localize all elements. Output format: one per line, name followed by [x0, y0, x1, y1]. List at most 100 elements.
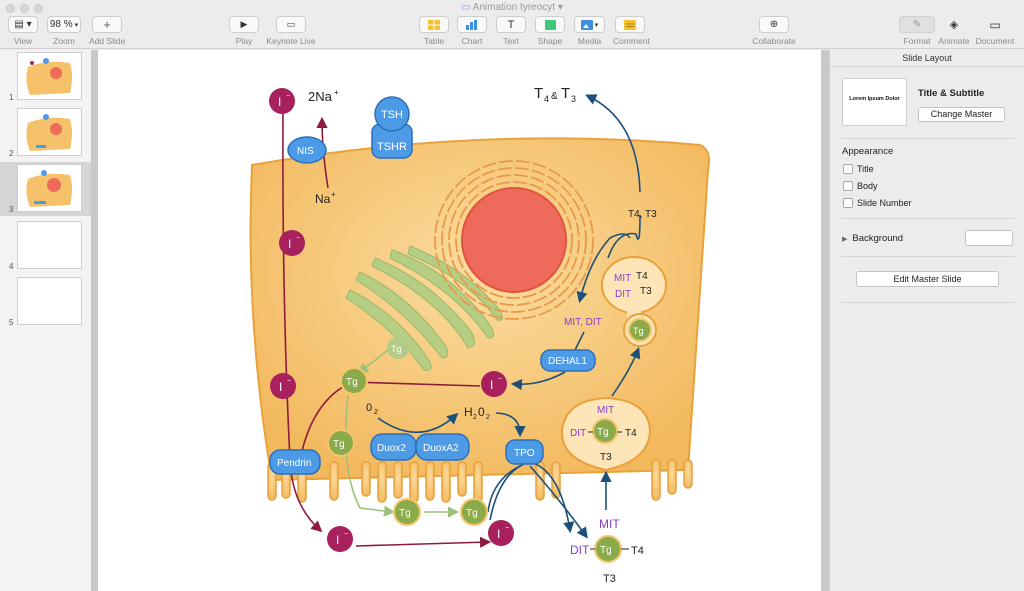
change-master-button[interactable]: Change Master — [918, 107, 1005, 122]
text-button[interactable]: T Text — [496, 16, 526, 46]
checkbox-label: Body — [857, 181, 878, 191]
endoplasmic-reticulum — [434, 160, 594, 320]
t3-label: T3 — [640, 286, 652, 297]
slide-number: 5 — [9, 318, 14, 327]
document-button[interactable]: ▭ Document — [973, 16, 1017, 47]
title-checkbox[interactable] — [843, 164, 853, 174]
comment-icon — [624, 19, 636, 30]
iodide-ion: I− — [327, 526, 353, 552]
svg-text:&: & — [551, 91, 558, 102]
thumbnail-image — [17, 52, 82, 100]
media-label: Media — [577, 36, 602, 46]
slide-number: 3 — [9, 205, 14, 214]
title-checkbox-row[interactable]: Title — [843, 164, 874, 174]
svg-text:−: − — [296, 235, 300, 242]
thyroglobulin: Tg — [327, 429, 355, 457]
svg-text:I: I — [279, 380, 282, 394]
slide-number-checkbox-row[interactable]: Slide Number — [843, 198, 912, 208]
svg-text:+: + — [334, 88, 339, 97]
close-window-button[interactable] — [6, 4, 15, 13]
edit-master-slide-button[interactable]: Edit Master Slide — [856, 271, 999, 287]
iodide-ion: I− — [270, 373, 296, 399]
media-button[interactable]: ▾ Media — [574, 16, 605, 46]
play-button[interactable]: ▶ Play — [229, 16, 259, 46]
sidebar-icon: ▤ ▾ — [14, 19, 32, 30]
svg-text:I: I — [288, 237, 291, 251]
comment-label: Comment — [613, 36, 650, 46]
inspector-title: Slide Layout — [830, 50, 1024, 67]
t4-t3-cytoplasm-label: T4, T3 — [628, 209, 657, 220]
add-slide-label: Add Slide — [89, 36, 126, 46]
shape-button[interactable]: Shape — [535, 16, 565, 46]
pendrin-transporter — [269, 449, 321, 475]
duoxa2-label: DuoxA2 — [423, 443, 459, 454]
thumbnail-image — [17, 277, 82, 325]
background-label: Background — [852, 233, 904, 244]
text-icon: T — [507, 18, 515, 31]
sodium-label: Na+ — [315, 190, 336, 206]
document-icon: ▭ — [989, 17, 1001, 32]
collaborate-button[interactable]: ⊕ Collaborate — [752, 16, 796, 46]
background-color-well[interactable] — [965, 230, 1013, 246]
golgi-apparatus — [345, 245, 503, 371]
comment-button[interactable]: Comment — [613, 16, 650, 46]
slide-thumbnail-3[interactable]: 3 — [0, 162, 91, 216]
document-label: Document — [975, 36, 1015, 46]
zoom-menu[interactable]: 98 %▾ Zoom — [47, 16, 81, 46]
table-button[interactable]: Table — [419, 16, 449, 46]
animate-label: Animate — [938, 36, 970, 46]
svg-text:−: − — [344, 531, 348, 538]
svg-text:3: 3 — [571, 94, 576, 104]
format-inspector: Slide Layout Lorem Ipsum Dolor Title & S… — [829, 50, 1024, 591]
tpo-label: TPO — [514, 448, 535, 459]
t4-label: T4 — [631, 545, 644, 557]
zoom-window-button[interactable] — [34, 4, 43, 13]
slide-thumbnail-2[interactable]: 2 — [0, 106, 91, 160]
slide-number-checkbox[interactable] — [843, 198, 853, 208]
body-checkbox[interactable] — [843, 181, 853, 191]
mit-label: MIT — [597, 405, 614, 416]
title-bar: ▭ Animation tyreocyt ▾ — [0, 0, 1024, 16]
slide-thumbnail-5[interactable]: 5 — [0, 275, 91, 329]
thyroglobulin: Tg — [340, 367, 368, 395]
svg-text:4: 4 — [544, 94, 549, 104]
format-button[interactable]: ✎ Format — [898, 16, 936, 46]
two-sodium-label: 2Na+ — [308, 88, 339, 104]
thumbnail-image — [17, 108, 82, 156]
master-thumbnail[interactable]: Lorem Ipsum Dolor — [842, 78, 907, 126]
disclosure-triangle-icon: ▶ — [842, 235, 848, 243]
dit-label: DIT — [570, 428, 586, 439]
svg-text:I: I — [490, 378, 493, 392]
play-label: Play — [235, 36, 253, 46]
tg-pathway-arrows — [344, 349, 460, 518]
appearance-heading: Appearance — [842, 146, 894, 157]
table-icon — [428, 19, 440, 30]
view-menu[interactable]: ▤ ▾ View — [8, 16, 38, 46]
slide-canvas[interactable]: I− I− I− I− I− I− 2Na+ — [98, 50, 821, 591]
thumbnail-image — [17, 164, 82, 212]
svg-text:Tg: Tg — [391, 344, 402, 354]
keynote-live-button[interactable]: ▭ Keynote Live — [266, 16, 316, 46]
nis-label: NIS — [297, 146, 314, 157]
minimize-window-button[interactable] — [20, 4, 29, 13]
background-disclosure[interactable]: ▶ Background — [842, 233, 903, 244]
divider — [841, 256, 1015, 257]
t3-label: T3 — [600, 452, 612, 463]
animate-button[interactable]: ◈ Animate — [936, 16, 972, 46]
cell-membrane — [249, 137, 710, 482]
body-checkbox-row[interactable]: Body — [843, 181, 878, 191]
slide-thumbnail-4[interactable]: 4 — [0, 219, 91, 273]
t4-t3-secreted-label: T 4 & T 3 — [534, 85, 576, 104]
chart-button[interactable]: Chart — [457, 16, 487, 46]
thyroglobulin: Tg — [387, 337, 409, 359]
chevron-down-icon[interactable]: ▾ — [557, 2, 563, 13]
master-thumbnail-title: Lorem Ipsum Dolor — [849, 96, 900, 102]
inspector-divider[interactable] — [821, 50, 829, 591]
add-slide-button[interactable]: + Add Slide — [89, 16, 125, 46]
svg-text:I: I — [336, 533, 339, 547]
navigator-divider[interactable] — [91, 50, 98, 591]
layout-name: Title & Subtitle — [918, 88, 985, 99]
divider — [841, 138, 1015, 139]
slide-thumbnail-1[interactable]: 1 — [0, 50, 91, 104]
